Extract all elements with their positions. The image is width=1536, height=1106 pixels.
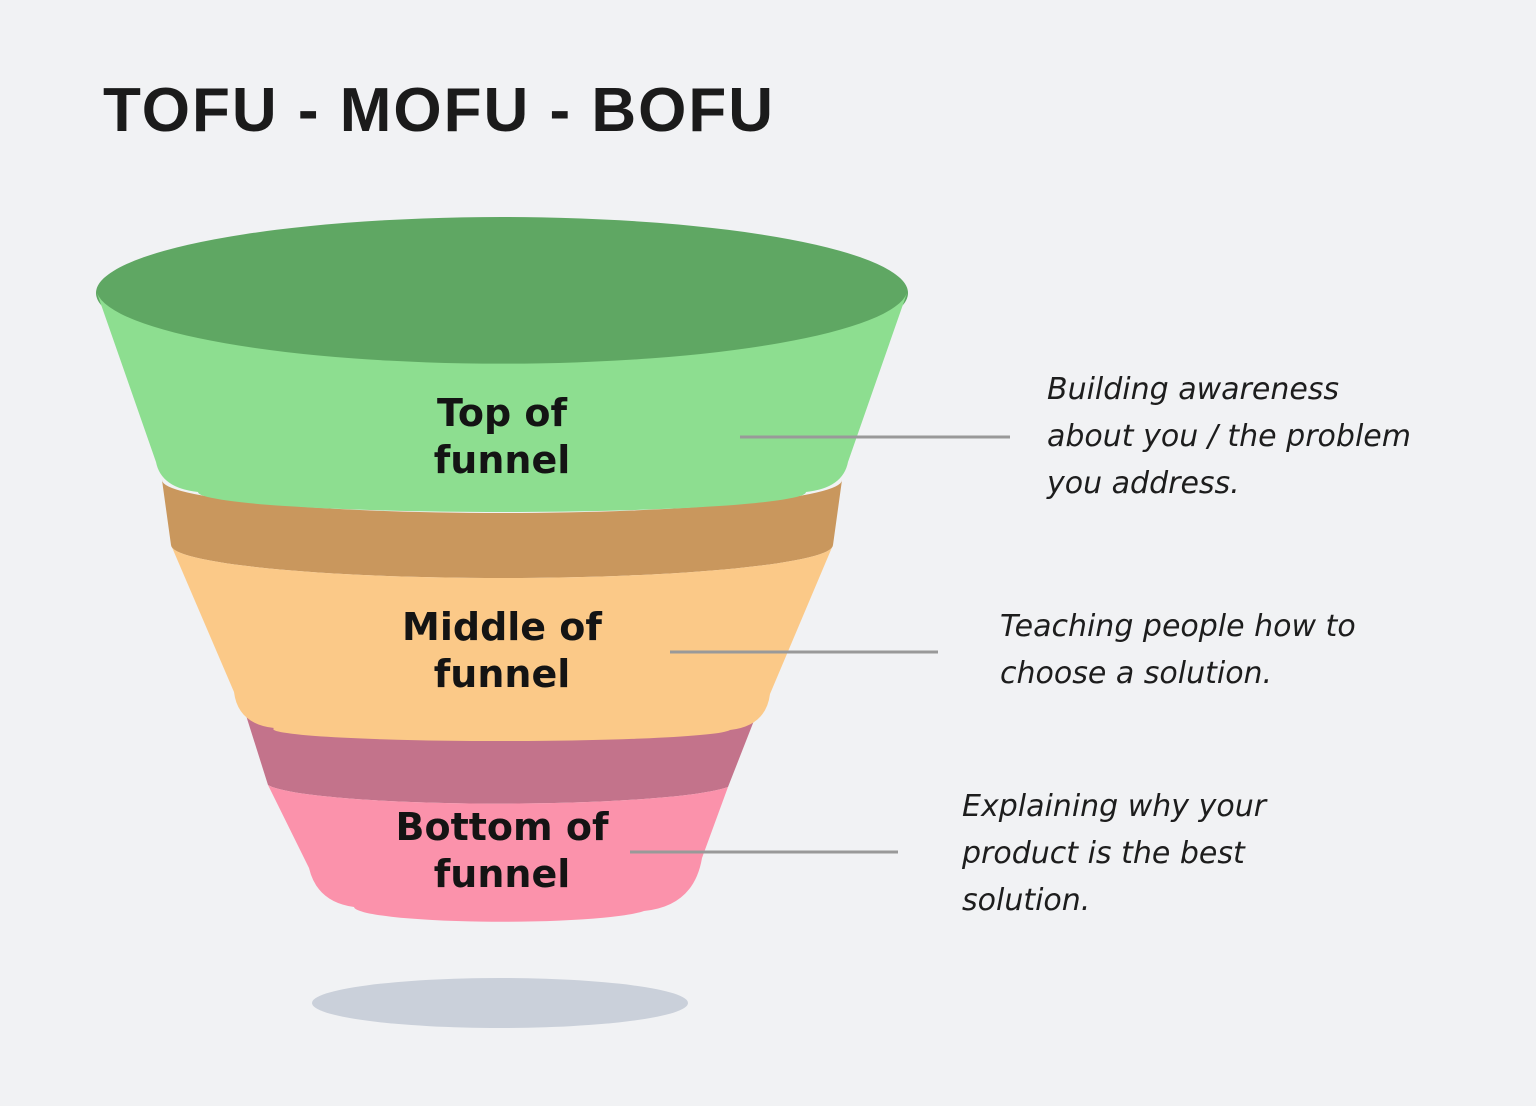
annotation-bottom-of-funnel: Explaining why your product is the best …	[962, 789, 1267, 918]
funnel-stage-bofu-lip	[238, 690, 766, 804]
annotation-top-of-funnel: Building awareness about you / the probl…	[1047, 372, 1411, 501]
stage-label-bottom-of-funnel: Bottom of funnel	[395, 805, 609, 896]
stage-label-top-of-funnel: Top of funnel	[433, 391, 571, 482]
stage-label-middle-of-funnel: Middle of funnel	[402, 605, 602, 696]
funnel-stage-mofu-body	[171, 545, 833, 742]
funnel-shadow-ellipse	[312, 978, 688, 1028]
funnel-stage-tofu-top-ellipse	[96, 217, 908, 369]
page-title: TOFU - MOFU - BOFU	[103, 76, 775, 145]
funnel-stage-bofu-body	[268, 785, 728, 922]
annotation-middle-of-funnel: Teaching people how to choose a solution…	[1000, 609, 1356, 691]
funnel-stage-tofu-body	[97, 293, 907, 512]
funnel-stage-mofu-lip	[162, 480, 842, 578]
